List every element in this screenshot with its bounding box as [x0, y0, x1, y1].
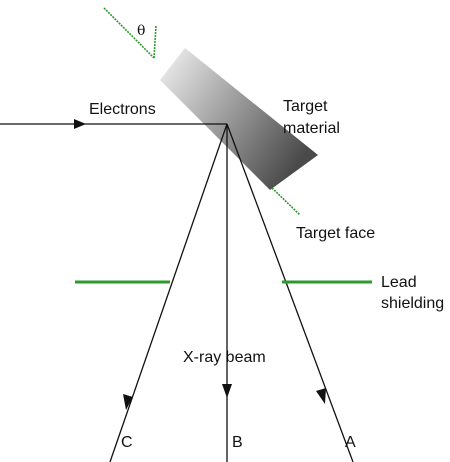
ray-a-arrow	[316, 388, 326, 404]
lead-shielding-label-line2: shielding	[381, 295, 444, 312]
angle-reference-lines	[103, 7, 157, 59]
target-face-indicator	[271, 187, 301, 216]
ray-b-label: B	[232, 434, 243, 451]
xray-beam-label: X-ray beam	[183, 349, 266, 366]
ray-a-line	[226, 123, 354, 462]
electrons-label: Electrons	[89, 101, 156, 118]
ray-c-label: C	[121, 434, 133, 451]
lead-shielding-label-line1: Lead	[381, 274, 417, 291]
target-face-label: Target face	[296, 225, 375, 242]
target-material-label-line2: material	[283, 120, 340, 137]
ray-a-label: A	[345, 434, 356, 451]
ray-b-arrow	[222, 384, 232, 398]
ray-c-arrow	[123, 394, 133, 410]
target-material-label-line1: Target	[283, 98, 328, 115]
electron-beam-arrow	[74, 119, 86, 129]
ray-c-line	[109, 123, 228, 462]
theta-label: θ	[137, 23, 145, 39]
target-material-block	[160, 48, 318, 190]
